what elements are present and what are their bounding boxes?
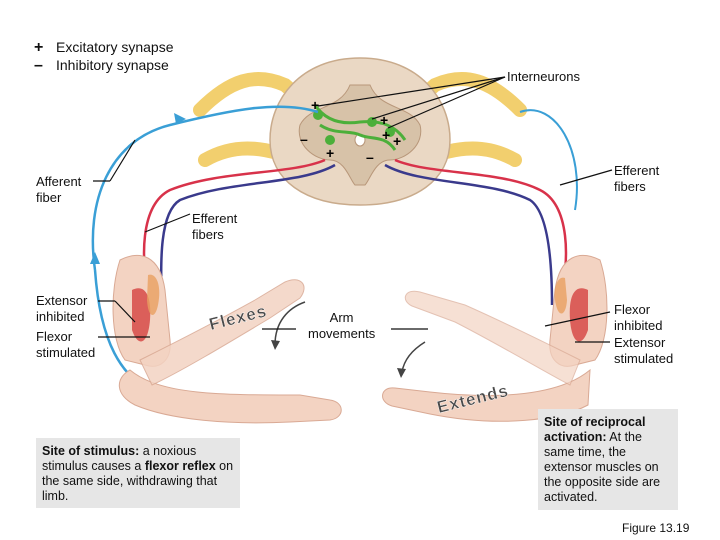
- synapse-mark-3: +: [393, 133, 401, 149]
- stimulus-text-1: a noxious stimulus causes a: [42, 444, 197, 473]
- afferent-right-path: [519, 109, 578, 211]
- excitatory-label: Excitatory synapse: [56, 39, 174, 55]
- synapse-mark-6: –: [300, 131, 308, 147]
- callout-site-of-stimulus: Site of stimulus: a noxious stimulus cau…: [36, 438, 240, 508]
- leader-extensor-left-b: [114, 300, 136, 323]
- label-flexor-stimulated: Flexor stimulated: [36, 329, 96, 360]
- stimulus-text-2: on the same side, withdrawing that limb.: [42, 459, 234, 503]
- leader-flexor-right: [544, 311, 611, 327]
- stimulus-bold: flexor reflex: [144, 459, 216, 473]
- label-flexor-inhibited: Flexor inhibited: [614, 302, 663, 333]
- reciprocal-text: At the same time, the extensor muscles o…: [544, 430, 661, 504]
- left-forearm-flexed: [139, 279, 305, 386]
- synapse-mark-7: –: [366, 149, 374, 165]
- flex-arrow: [274, 301, 306, 346]
- right-extensor-muscle: [569, 288, 588, 342]
- interneuron-cell-2: [367, 117, 377, 127]
- right-forearm-flexed: [404, 290, 581, 386]
- stimulus-title: Site of stimulus:: [42, 444, 140, 458]
- leader-efferent-right: [559, 169, 613, 186]
- synapse-mark-5: +: [382, 127, 390, 143]
- efferent-red-right: [394, 158, 568, 301]
- leader-efferent-center: [144, 213, 191, 233]
- callout-site-of-reciprocal-activation: Site of reciprocal activation: At the sa…: [538, 409, 678, 510]
- label-efferent-fibers-center: Efferent fibers: [192, 211, 238, 242]
- legend-excitatory: + Excitatory synapse: [34, 39, 174, 56]
- left-extensor-muscle: [147, 274, 160, 316]
- figure-label: Figure 13.19: [622, 521, 690, 535]
- efferent-blue-left: [159, 163, 336, 306]
- left-flexor-muscle: [132, 288, 151, 342]
- afferent-fiber-path: [91, 105, 319, 271]
- inhibitory-symbol: –: [34, 57, 43, 74]
- interneuron-b: [319, 123, 397, 151]
- label-arm-movements: Arm movements: [308, 310, 376, 341]
- dorsal-root-right: [393, 72, 527, 122]
- label-extensor-inhibited: Extensor inhibited: [36, 293, 88, 324]
- dorsal-root-left: [193, 72, 327, 122]
- interneuron-cell-4: [325, 135, 335, 145]
- label-efferent-fibers-right: Efferent fibers: [614, 163, 660, 194]
- extend-arrow-head: [397, 368, 406, 378]
- legend-inhibitory: –Inhibitory synapse: [34, 57, 169, 74]
- reciprocal-title: Site of reciprocal activation:: [544, 415, 646, 444]
- label-extensor-stimulated: Extensor stimulated: [614, 335, 674, 366]
- right-flexor-muscle: [554, 277, 567, 314]
- interneuron-a: [313, 104, 407, 141]
- afferent-arrow-in: [174, 113, 186, 124]
- interneuron-cell-3: [385, 127, 395, 137]
- efferent-blue-right: [384, 163, 554, 306]
- leader-interneuron-3: [387, 76, 506, 129]
- leader-interneuron-2: [371, 76, 506, 120]
- label-afferent-fiber: Afferent fiber: [36, 174, 82, 205]
- leader-afferent-2: [109, 139, 136, 182]
- synapse-mark-1: +: [311, 97, 319, 113]
- label-interneurons: Interneurons: [507, 69, 580, 84]
- flex-arrow-head: [271, 340, 280, 350]
- excitatory-symbol: +: [34, 39, 44, 56]
- leader-interneuron-1: [317, 76, 506, 107]
- inhibitory-label: Inhibitory synapse: [56, 57, 169, 73]
- left-forearm-lower: [118, 369, 342, 424]
- afferent-arrow-up: [90, 252, 100, 264]
- synapse-mark-4: +: [326, 145, 334, 161]
- synapse-mark-2: +: [380, 112, 388, 128]
- extend-arrow: [401, 341, 426, 373]
